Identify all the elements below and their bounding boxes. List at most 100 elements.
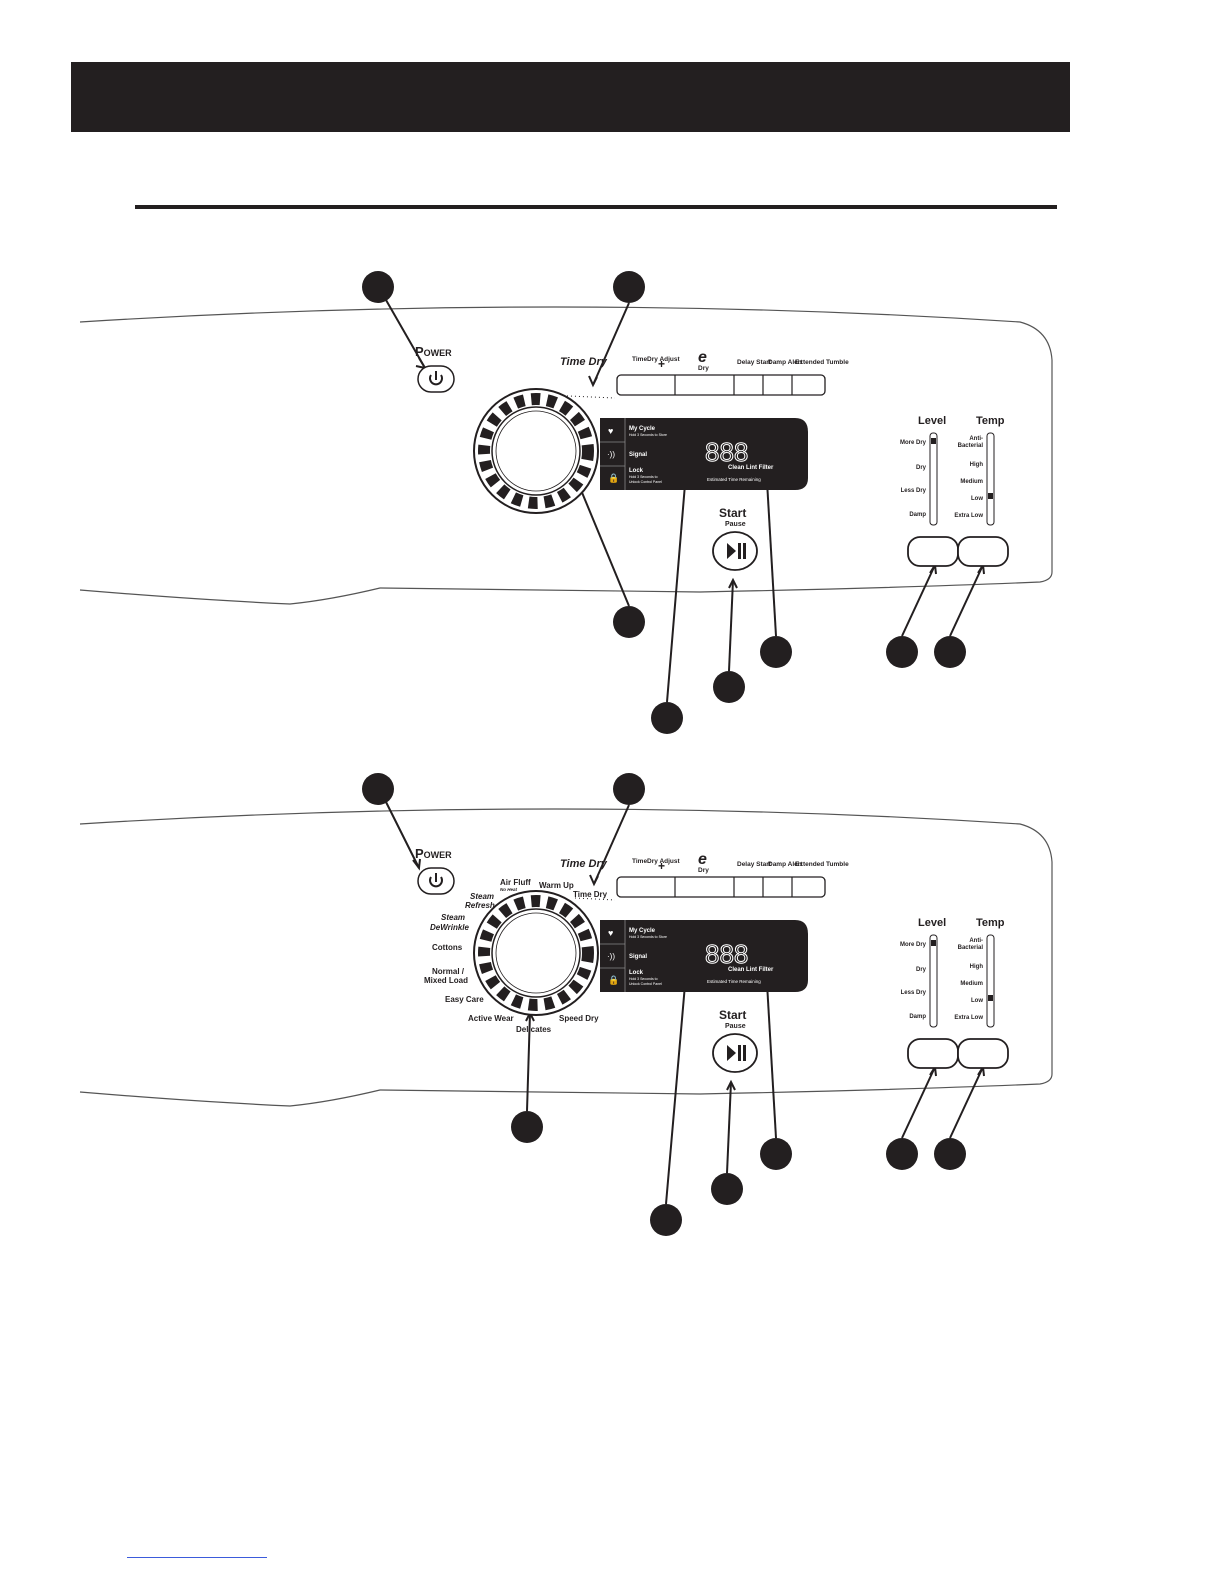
cycle-steam-refresh-2: Refresh (465, 901, 495, 910)
plus-label: + (658, 859, 665, 873)
temp-bacterial: Bacterial (958, 945, 984, 951)
callout-marker (613, 606, 645, 638)
temp-track (986, 432, 995, 526)
temp-track (986, 934, 995, 1028)
panel-outline (79, 808, 1053, 1107)
panel-outline (79, 306, 1053, 605)
level-less-dry: Less Dry (901, 990, 927, 996)
callout-marker (650, 1204, 682, 1236)
time-readout: 888 (705, 939, 748, 969)
display-panel (600, 920, 808, 992)
heart-icon: ♥ (608, 928, 613, 938)
start-label: Start (719, 506, 746, 520)
display-panel (600, 418, 808, 490)
dry-label: Dry (698, 867, 709, 874)
timedry-adjust-label: TimeDry Adjust (632, 356, 681, 363)
lock-hint-2: Unlock Control Panel (629, 982, 662, 986)
temp-anti: Anti- (969, 938, 983, 944)
section-divider (135, 205, 1057, 209)
lock-label: Lock (629, 468, 644, 474)
function-button-strip[interactable] (616, 876, 826, 898)
power-label: Power (415, 846, 452, 861)
cycle-cottons: Cottons (432, 943, 463, 952)
cycle-steam-dewrinkle-1: Steam (441, 913, 465, 922)
callout-marker (934, 1138, 966, 1170)
lock-icon: 🔒 (608, 473, 619, 483)
plus-label: + (658, 357, 665, 371)
control-panel-diagram-2: Power Time Dry TimeDry Adjust + e Dry De… (79, 773, 1053, 1236)
level-damp: Damp (909, 512, 926, 518)
level-button[interactable] (907, 1038, 959, 1069)
temp-extra-low: Extra Low (954, 1015, 983, 1021)
cycle-dial[interactable] (473, 890, 599, 1016)
signal-label: Signal (629, 954, 647, 960)
level-track (929, 934, 938, 1028)
callout-marker (760, 1138, 792, 1170)
e-icon-label: e (698, 851, 707, 868)
callout-marker (362, 271, 394, 303)
temp-medium: Medium (960, 981, 983, 987)
temp-high: High (970, 462, 984, 468)
temp-low: Low (971, 998, 983, 1004)
level-title: Level (918, 415, 946, 427)
level-title: Level (918, 917, 946, 929)
temp-high: High (970, 964, 984, 970)
footer-link-underline[interactable] (127, 1557, 267, 1558)
cycle-air-fluff: Air Fluff (500, 878, 531, 887)
power-label: Power (415, 344, 452, 359)
temp-medium: Medium (960, 479, 983, 485)
callout-marker (711, 1173, 743, 1205)
signal-label: Signal (629, 452, 647, 458)
callout-marker (886, 1138, 918, 1170)
callout-marker (511, 1111, 543, 1143)
signal-icon: ·)) (607, 952, 615, 961)
cycle-active-wear: Active Wear (468, 1014, 514, 1023)
callout-marker (934, 636, 966, 668)
level-damp: Damp (909, 1014, 926, 1020)
time-dry-title: Time Dry (560, 356, 608, 368)
lock-hint-1: Hold 3 Seconds to (629, 977, 658, 981)
level-more-dry: More Dry (900, 440, 927, 446)
delay-start-label: Delay Start (737, 861, 772, 868)
cycle-time-dry: Time Dry (573, 890, 608, 899)
temp-indicator (988, 995, 993, 1001)
cycle-dial[interactable] (473, 388, 599, 514)
temp-anti: Anti- (969, 436, 983, 442)
section-header-bar (71, 62, 1070, 132)
timedry-adjust-label: TimeDry Adjust (632, 858, 681, 865)
level-indicator (931, 438, 936, 444)
cycle-warm-up: Warm Up (539, 881, 574, 890)
lock-label: Lock (629, 970, 644, 976)
temp-bacterial: Bacterial (958, 443, 984, 449)
callout-marker (886, 636, 918, 668)
lock-icon: 🔒 (608, 975, 619, 985)
pause-label: Pause (725, 521, 746, 528)
level-button[interactable] (907, 536, 959, 567)
delay-start-label: Delay Start (737, 359, 772, 366)
callout-marker (760, 636, 792, 668)
level-less-dry: Less Dry (901, 488, 927, 494)
dry-label: Dry (698, 365, 709, 372)
callout-marker (362, 773, 394, 805)
level-more-dry: More Dry (900, 942, 927, 948)
temp-extra-low: Extra Low (954, 513, 983, 519)
temp-low: Low (971, 496, 983, 502)
play-pause-icon (727, 1045, 746, 1061)
temp-button[interactable] (957, 536, 1009, 567)
my-cycle-label: My Cycle (629, 426, 656, 432)
callout-marker (613, 271, 645, 303)
extended-tumble-label: Extended Tumble (795, 861, 849, 868)
callout-marker (651, 702, 683, 734)
temp-indicator (988, 493, 993, 499)
estimated-time-label: Estimated Time Remaining (707, 477, 761, 482)
heart-icon: ♥ (608, 426, 613, 436)
temp-button[interactable] (957, 1038, 1009, 1069)
e-icon-label: e (698, 349, 707, 366)
power-icon (429, 371, 443, 386)
cycle-easy-care: Easy Care (445, 995, 484, 1004)
function-button-strip[interactable] (616, 374, 826, 396)
level-dry: Dry (916, 967, 927, 973)
pause-label: Pause (725, 1023, 746, 1030)
estimated-time-label: Estimated Time Remaining (707, 979, 761, 984)
cycle-speed-dry: Speed Dry (559, 1014, 599, 1023)
